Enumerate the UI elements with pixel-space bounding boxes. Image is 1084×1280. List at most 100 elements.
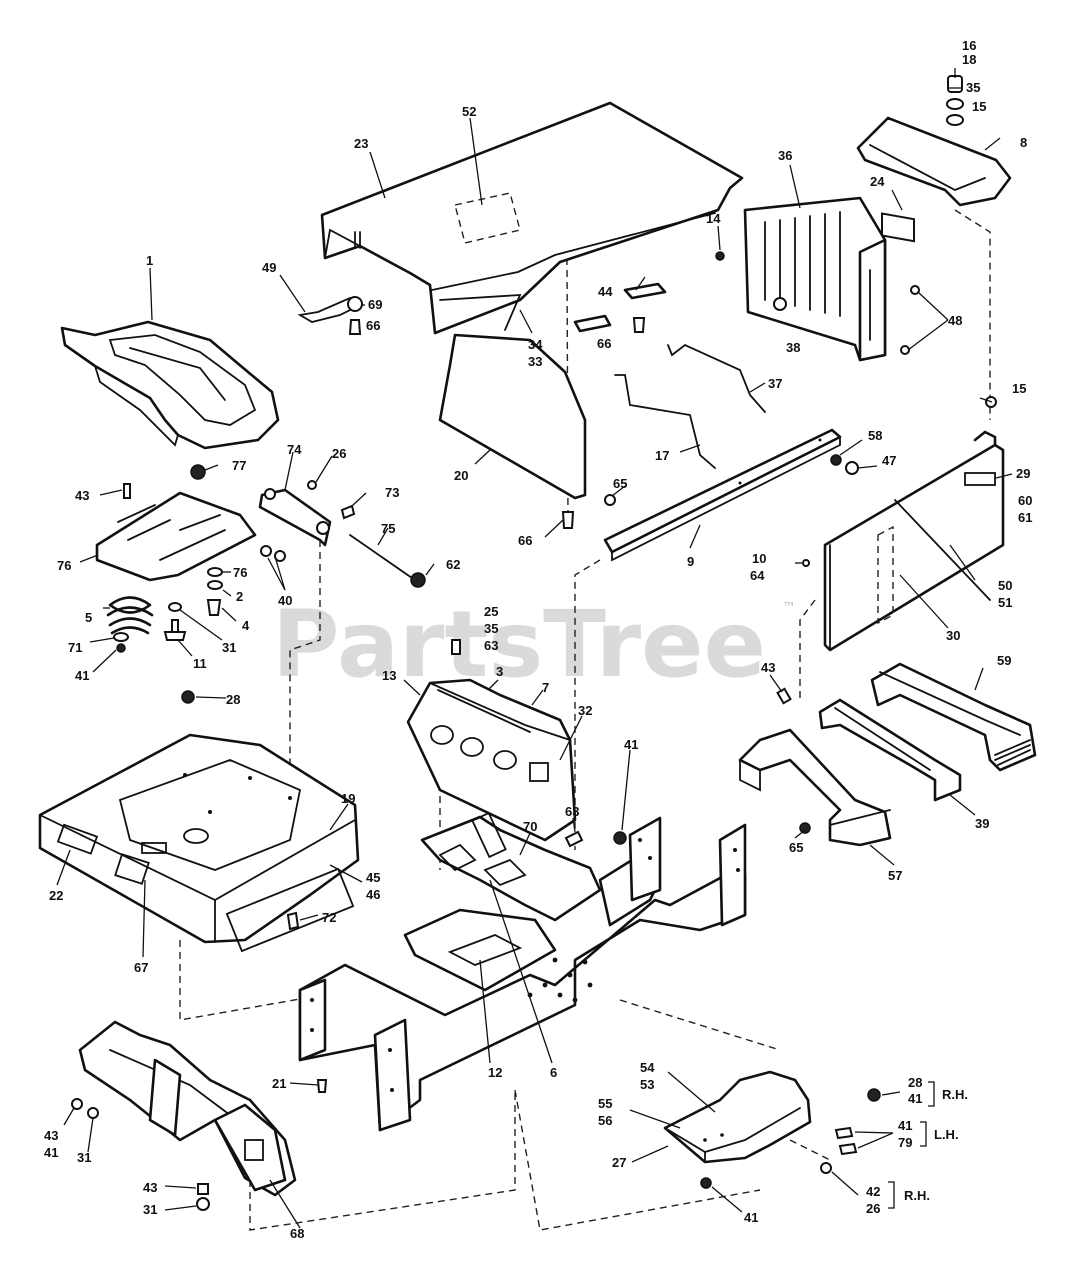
callout-31-c: 31 [143,1202,157,1217]
nut-42-icon [820,1162,832,1174]
callout-58: 58 [868,428,882,443]
bolt-43c-icon [71,1098,83,1110]
callout-41-a: 41 [75,668,89,683]
callout-56: 56 [598,1113,612,1128]
callout-64: 64 [750,568,765,583]
screw-72-icon [286,911,300,931]
callout-34: 34 [528,337,543,352]
callout-6: 6 [550,1065,557,1080]
callout-42: 42 [866,1184,880,1199]
callout-50: 50 [998,578,1012,593]
partstree-watermark: PartsTree [272,591,766,698]
bolt-41-79a-icon [834,1126,854,1140]
nut-41f-icon [700,1177,712,1189]
part-24 [881,212,915,243]
callout-41-b: 41 [624,737,638,752]
callout-76-a: 76 [57,558,71,573]
screw-48a-icon [910,285,920,295]
callout-25: 25 [484,604,498,619]
callout-26-b: 26 [866,1201,880,1216]
callout-41-c: 41 [908,1091,922,1106]
stud-11-icon [163,619,187,641]
callout-62: 62 [446,557,460,572]
callout-77: 77 [232,458,246,473]
dash-panel-part-13 [406,639,577,842]
footrest-part-54 [663,1070,881,1189]
callout-55: 55 [598,1096,612,1111]
callout-52: 52 [462,104,476,119]
callout-45: 45 [366,870,380,885]
screw-66b-icon [632,317,646,333]
callout-61: 61 [1018,510,1032,525]
callout-66-a: 66 [366,318,380,333]
washer-35-icon [946,98,964,110]
nut-65b-icon [799,822,811,834]
rear-panel-part-68 [71,1020,297,1211]
bracket-part-8 [856,75,1012,207]
deflector-part-20 [438,333,587,529]
washer-71-icon [113,632,129,642]
callout-65-a: 65 [613,476,627,491]
callout-31-a: 31 [222,640,236,655]
grille-panel-part-36 [715,196,920,362]
pivot-bracket-part-74 [258,480,426,588]
callout-10: 10 [752,551,766,566]
callout-35-b: 35 [484,621,498,636]
nut-62-icon [410,572,426,588]
callout-19: 19 [341,791,355,806]
seat-part-1 [60,320,280,450]
nut-41b-icon [613,831,627,845]
washer-31c-icon [196,1197,210,1211]
callout-15: 15 [972,99,986,114]
callout-4: 4 [242,618,250,633]
washer-2-icon [207,580,223,590]
callout-32: 32 [578,703,592,718]
callout-12: 12 [488,1065,502,1080]
callout-1: 1 [146,253,153,268]
callout-70: 70 [523,819,537,834]
callout-63-a: 63 [484,638,498,653]
callout-48: 48 [948,313,962,328]
bolt-43b-icon [776,687,792,705]
callout-71: 71 [68,640,82,655]
callout-43-d: 43 [143,1180,157,1195]
nut-26a-icon [307,480,317,490]
callout-18: 18 [962,52,976,67]
callout-53: 53 [640,1077,654,1092]
callout-3: 3 [496,664,503,679]
callout-47: 47 [882,453,896,468]
callout-27: 27 [612,1155,626,1170]
callout-31-b: 31 [77,1150,91,1165]
callout-76-b: 76 [233,565,247,580]
callout-54: 54 [640,1060,655,1075]
callout-51: 51 [998,595,1012,610]
callout-21: 21 [272,1076,286,1091]
washer-40b-icon [274,550,286,562]
callout-28-a: 28 [226,692,240,707]
callout-24: 24 [870,174,885,189]
callout-43-c: 43 [44,1128,58,1143]
callout-16: 16 [962,38,976,53]
weight-part-59 [870,662,1037,772]
callout-30: 30 [946,628,960,643]
callout-13: 13 [382,668,396,683]
callout-5: 5 [85,610,92,625]
callout-38: 38 [786,340,800,355]
screw-21-icon [316,1079,328,1093]
hood-part-23 [320,101,744,335]
leader-lines [56,68,1013,1229]
callout-17: 17 [655,448,669,463]
washer-31a-icon [168,602,182,612]
screw-66a-icon [348,319,362,335]
nut-38-icon [773,297,787,311]
screw-48b-icon [900,345,910,355]
fender-part-19 [38,690,360,953]
callout-63-b: 63 [565,804,579,819]
screw-73-icon [340,504,356,520]
washer-58-icon [830,454,842,466]
callout-33: 33 [528,354,542,369]
washer-69-icon [347,296,363,312]
callout-2: 2 [236,589,243,604]
callout-9: 9 [687,554,694,569]
